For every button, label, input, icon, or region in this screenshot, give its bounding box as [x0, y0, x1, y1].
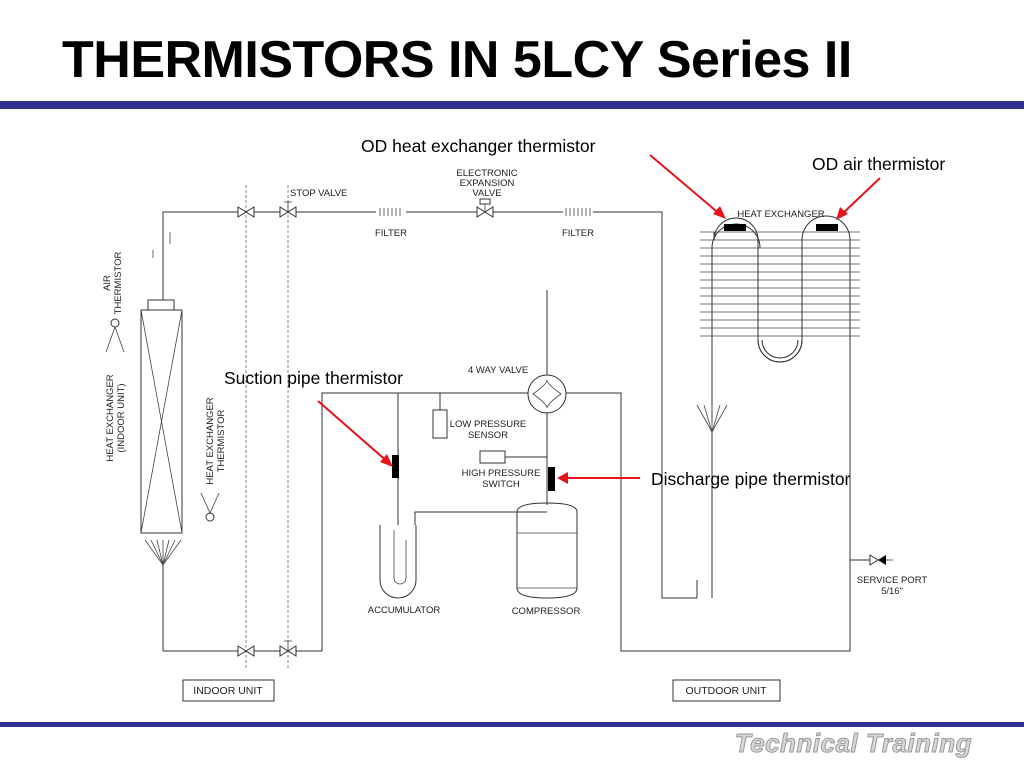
suction-thermistor-callout: Suction pipe thermistor: [224, 368, 403, 388]
low-pressure-sensor-symbol: [432, 409, 448, 439]
expansion-valve: [476, 198, 494, 218]
technical-training-logo: Technical Training: [734, 728, 972, 759]
od-air-thermistor-callout: OD air thermistor: [812, 154, 945, 174]
slide-title: THERMISTORS IN 5LCY Series II: [62, 31, 852, 89]
indoor-heat-exchanger: [140, 299, 183, 566]
piping: [152, 185, 888, 670]
discharge-thermistor-callout: Discharge pipe thermistor: [651, 469, 851, 489]
air-thermistor-symbol: [105, 318, 125, 353]
od-hx-thermistor-callout: OD heat exchanger thermistor: [361, 136, 596, 156]
suction-pipe-thermistor-sensor: [392, 455, 399, 478]
lp-sensor-label-line-2: SENSOR: [468, 430, 508, 441]
indoor-hx-label-line-2: (INDOOR UNIT): [116, 383, 127, 452]
compressor-symbol: [516, 502, 578, 599]
four-way-valve-label: 4 WAY VALVE: [468, 365, 528, 376]
filter-1: [376, 207, 406, 217]
service-port-label-line-2: 5/16": [881, 586, 903, 597]
footer-rule: [0, 722, 1024, 727]
outdoor-unit-label: OUTDOOR UNIT: [685, 685, 767, 697]
stop-valve-bottom: [237, 640, 297, 657]
callout-arrows: [317, 154, 881, 484]
outdoor-hx-label: HEAT EXCHANGER: [737, 209, 824, 220]
hp-switch-label-line-1: HIGH PRESSURE: [462, 468, 541, 479]
air-thermistor-label-line-1: AIR: [102, 275, 113, 291]
lp-sensor-label-line-1: LOW PRESSURE: [450, 419, 527, 430]
indoor-hx-thermistor-symbol: [200, 492, 220, 522]
od-hx-thermistor-sensor: [724, 224, 746, 231]
service-port-label-line-1: SERVICE PORT: [857, 575, 928, 586]
stop-valve-label: STOP VALVE: [290, 188, 347, 199]
accumulator-label: ACCUMULATOR: [368, 605, 441, 616]
eev-label-line-1: ELECTRONIC: [456, 168, 517, 179]
outdoor-heat-exchanger: [700, 215, 860, 363]
filter-2: [563, 207, 593, 217]
filter-2-label: FILTER: [562, 228, 594, 239]
air-thermistor-label-line-2: THERMISTOR: [113, 252, 124, 315]
service-port-symbol: [869, 554, 893, 566]
high-pressure-switch-symbol: [479, 450, 506, 464]
indoor-unit-box: [182, 679, 275, 702]
indoor-hx-thermistor-label-line-2: THERMISTOR: [216, 410, 227, 473]
eev-label-line-2: EXPANSION: [460, 178, 515, 189]
four-way-valve: [527, 374, 567, 414]
indoor-hx-thermistor-label-line-1: HEAT EXCHANGER: [205, 397, 216, 484]
indoor-unit-label: INDOOR UNIT: [193, 685, 263, 697]
hp-switch-label-line-2: SWITCH: [482, 479, 520, 490]
accumulator-symbol: [379, 525, 417, 599]
compressor-label: COMPRESSOR: [512, 606, 581, 617]
eev-label-line-3: VALVE: [472, 188, 501, 199]
indoor-hx-label-line-1: HEAT EXCHANGER: [105, 374, 116, 461]
strainer: [696, 404, 728, 433]
title-rule: [0, 101, 1024, 109]
outdoor-unit-box: [672, 679, 781, 702]
stop-valve-top: [237, 201, 297, 218]
filter-1-label: FILTER: [375, 228, 407, 239]
od-air-thermistor-sensor: [816, 224, 838, 231]
discharge-pipe-thermistor-sensor: [548, 467, 555, 491]
